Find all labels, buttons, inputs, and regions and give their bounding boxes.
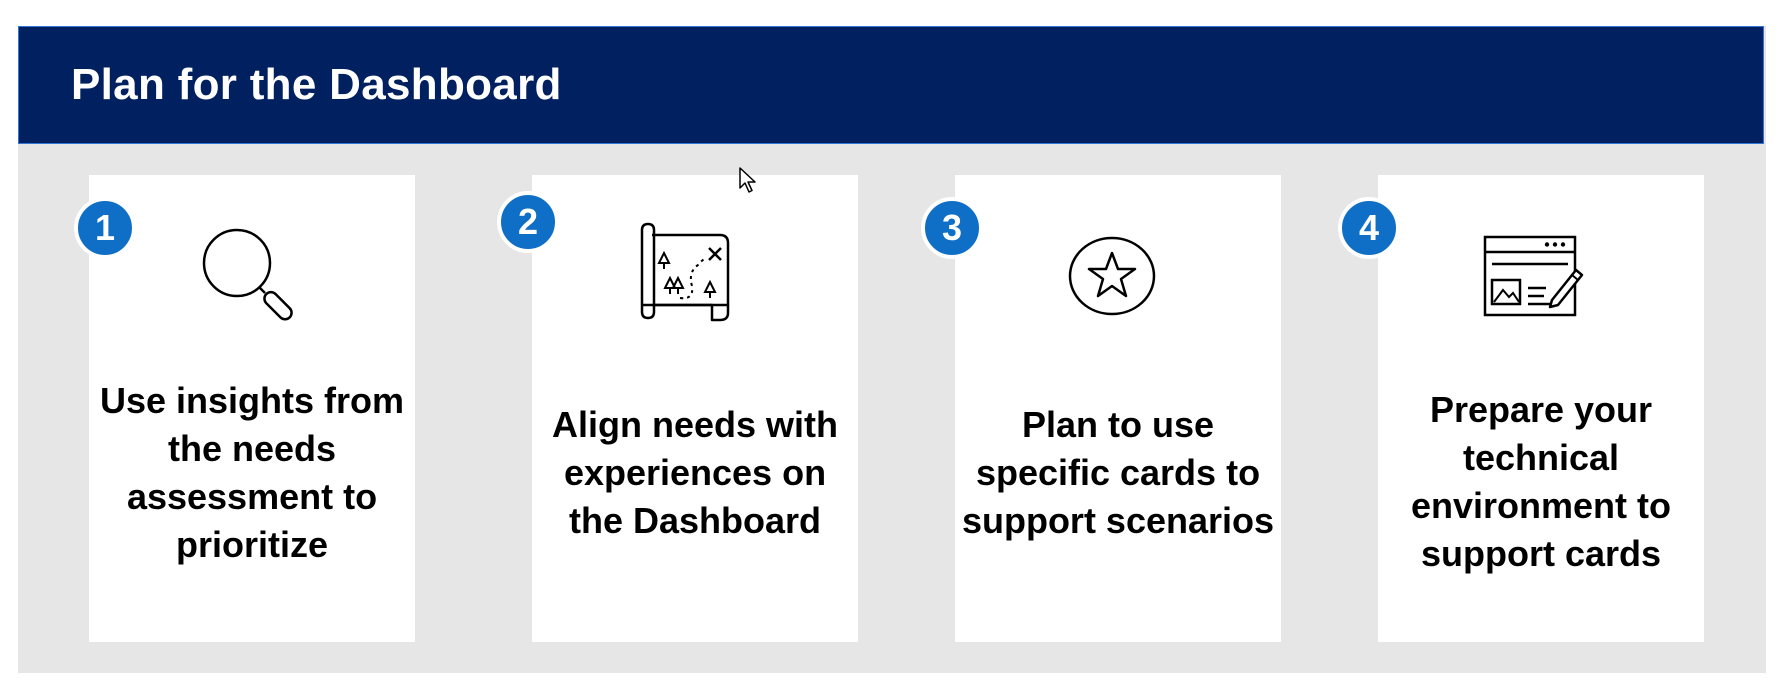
step-card-2: Align needs with experiences on the Dash… bbox=[532, 175, 858, 642]
step-number-badge: 4 bbox=[1338, 197, 1400, 259]
star-icon bbox=[1068, 236, 1156, 316]
step-card-1: Use insights from the needs assessment t… bbox=[89, 175, 415, 642]
step-number-badge: 2 bbox=[497, 191, 559, 253]
browser-edit-icon bbox=[1483, 235, 1584, 317]
magnifying-glass-icon bbox=[202, 228, 293, 321]
mouse-cursor-icon bbox=[739, 167, 756, 193]
step-text: Align needs with experiences on the Dash… bbox=[551, 404, 838, 541]
step-card-4: Prepare your technical environment to su… bbox=[1378, 175, 1704, 642]
step-text: Plan to use specific cards to support sc… bbox=[961, 404, 1275, 541]
step-number-badge: 1 bbox=[74, 197, 136, 259]
treasure-map-icon bbox=[640, 222, 730, 322]
page-title: Plan for the Dashboard bbox=[71, 60, 562, 109]
step-card-3: Plan to use specific cards to support sc… bbox=[955, 175, 1281, 642]
step-text: Use insights from the needs assessment t… bbox=[99, 380, 405, 565]
header-banner: Plan for the Dashboard bbox=[18, 26, 1764, 144]
step-text: Prepare your technical environment to su… bbox=[1410, 389, 1671, 574]
step-number-badge: 3 bbox=[921, 197, 983, 259]
